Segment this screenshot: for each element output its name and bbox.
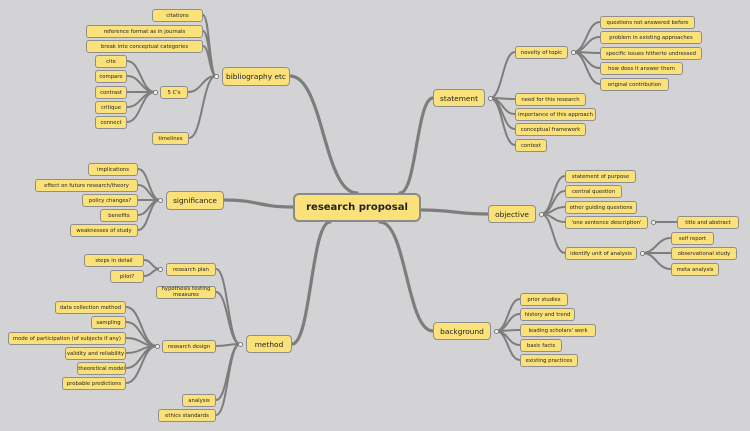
node-other-guiding-questions[interactable]: other guiding questions	[565, 201, 637, 214]
node-policy-changes[interactable]: policy changes?	[82, 194, 138, 207]
connector	[222, 198, 295, 209]
collapse-toggle-method[interactable]	[238, 342, 243, 347]
node-critique[interactable]: critique	[95, 101, 127, 114]
connector	[419, 208, 490, 216]
node-sampling[interactable]: sampling	[91, 316, 126, 329]
node-timelines[interactable]: timelines	[152, 132, 189, 145]
node-method[interactable]: method	[246, 335, 292, 353]
node-basic-facts[interactable]: basic facts	[520, 339, 562, 352]
root-node[interactable]: research proposal	[293, 193, 421, 222]
collapse-toggle-objective[interactable]	[539, 212, 544, 217]
node-existing-practices[interactable]: existing practices	[520, 354, 578, 367]
node-questions-not-answered[interactable]: questions not answered before	[600, 16, 695, 29]
node-analysis[interactable]: analysis	[182, 394, 216, 407]
connector	[126, 91, 156, 123]
node-meta-analysis[interactable]: meta analysis	[671, 263, 719, 276]
connector	[641, 237, 672, 254]
node-mode-of-participation[interactable]: mode of participation (of subjects if an…	[8, 332, 126, 345]
node-central-question[interactable]: central question	[565, 185, 622, 198]
connector	[137, 199, 161, 231]
node-importance-approach[interactable]: importance of this approach	[515, 108, 596, 121]
node-ethics-standards[interactable]: ethics standards	[158, 409, 216, 422]
connector	[540, 206, 566, 215]
node-conceptual-framework[interactable]: conceptual framework	[515, 123, 586, 136]
connector	[215, 268, 241, 345]
connector	[540, 213, 566, 254]
node-bibliography[interactable]: bibliography etc	[222, 67, 290, 86]
collapse-toggle-statement[interactable]	[488, 96, 493, 101]
connector	[215, 343, 241, 401]
node-effect-on-future[interactable]: effect on future research/theory	[35, 179, 138, 192]
node-compare[interactable]: compare	[95, 70, 127, 83]
node-objective[interactable]: objective	[488, 205, 536, 223]
node-theoretical-model[interactable]: theoretical model	[77, 362, 126, 375]
node-reference-format[interactable]: reference format as in journals	[86, 25, 203, 38]
node-pilot[interactable]: pilot?	[110, 270, 144, 283]
connector	[188, 75, 217, 139]
node-benefits[interactable]: benefits	[100, 209, 138, 222]
connector	[125, 306, 158, 347]
node-five-cs[interactable]: 5 C's	[160, 86, 188, 99]
connector	[489, 51, 516, 99]
node-citations[interactable]: citations	[152, 9, 203, 22]
node-how-does-it-answer[interactable]: how does it answer them	[600, 62, 683, 75]
node-validity[interactable]: validity and reliability	[65, 347, 126, 360]
node-novelty-of-topic[interactable]: novelty of topic	[515, 46, 568, 59]
connector	[202, 14, 217, 77]
collapse-toggle-background[interactable]	[494, 329, 499, 334]
node-need-for-research[interactable]: need for this research	[515, 93, 586, 106]
node-significance[interactable]: significance	[166, 191, 224, 210]
collapse-toggle-significance[interactable]	[158, 198, 163, 203]
node-title-and-abstract[interactable]: title and abstract	[677, 216, 739, 229]
node-probable-predictions[interactable]: probable predictions	[62, 377, 126, 390]
node-observational-study[interactable]: observational study	[671, 247, 737, 260]
collapse-toggle-novelty[interactable]	[571, 50, 576, 55]
node-research-plan[interactable]: research plan	[166, 263, 216, 276]
node-history-and-trend[interactable]: history and trend	[520, 308, 575, 321]
node-data-collection[interactable]: data collection method	[55, 301, 126, 314]
node-cite[interactable]: cite	[95, 55, 127, 68]
connector	[125, 345, 158, 384]
node-implications[interactable]: implications	[88, 163, 138, 176]
collapse-toggle-unit-of-analysis[interactable]	[640, 251, 645, 256]
node-self-report[interactable]: self report	[671, 232, 714, 245]
node-one-sentence[interactable]: 'one sentence description'	[565, 216, 648, 229]
connector	[641, 252, 672, 270]
node-weaknesses[interactable]: weaknesses of study	[70, 224, 138, 237]
collapse-toggle-bibliography[interactable]	[214, 74, 219, 79]
connector	[398, 96, 435, 195]
node-steps-in-detail[interactable]: steps in detail	[84, 254, 144, 267]
collapse-toggle-research-plan[interactable]	[158, 267, 163, 272]
node-contrast[interactable]: contrast	[95, 86, 127, 99]
connector	[215, 343, 241, 416]
node-connect[interactable]: connect	[95, 116, 127, 129]
node-statement-of-purpose[interactable]: statement of purpose	[565, 170, 636, 183]
node-original-contribution[interactable]: original contribution	[600, 78, 669, 91]
node-statement[interactable]: statement	[433, 89, 485, 107]
collapse-toggle-five-cs[interactable]	[153, 90, 158, 95]
node-background[interactable]: background	[433, 322, 491, 340]
connector	[215, 291, 241, 345]
node-unit-of-analysis[interactable]: identify unit of analysis	[565, 247, 637, 260]
node-leading-scholars[interactable]: leading scholars' work	[520, 324, 596, 337]
node-problem-existing[interactable]: problem in existing approaches	[600, 31, 702, 44]
connector	[288, 74, 359, 195]
node-hypothesis-testing[interactable]: hypothesis testing measures	[156, 286, 216, 299]
connector	[378, 220, 435, 333]
node-research-design[interactable]: research design	[162, 340, 216, 353]
node-context[interactable]: context	[515, 139, 547, 152]
node-break-into-categories[interactable]: break into conceptual categories	[86, 40, 203, 53]
collapse-toggle-one-sentence[interactable]	[651, 220, 656, 225]
node-prior-studies[interactable]: prior studies	[520, 293, 568, 306]
connector	[572, 51, 601, 85]
connector	[290, 220, 332, 346]
collapse-toggle-research-design[interactable]	[155, 344, 160, 349]
connector	[489, 97, 516, 146]
node-specific-issues[interactable]: specific issues hitherto undressed	[600, 47, 702, 60]
connector	[125, 337, 158, 347]
